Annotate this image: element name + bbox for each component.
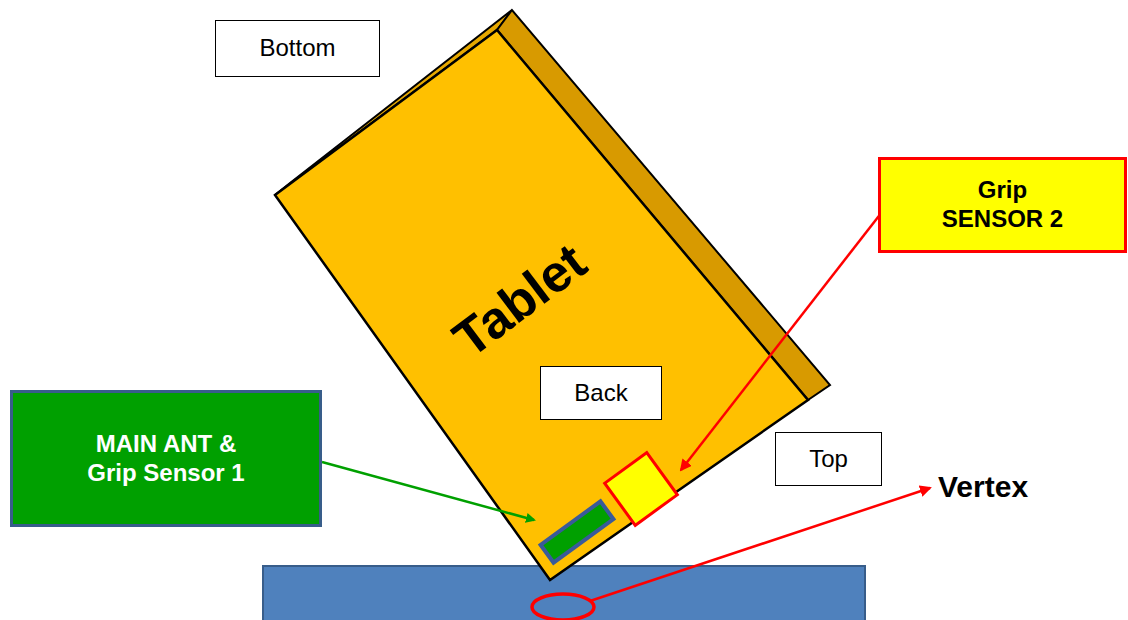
vertex-marker	[532, 594, 594, 620]
node-text: MAIN ANT & Grip Sensor 1	[74, 430, 259, 488]
node-text: Top	[809, 445, 848, 474]
table-surface	[263, 566, 865, 620]
callout-box: Grip SENSOR 2	[878, 157, 1127, 253]
grip-sensor-part	[605, 453, 678, 526]
part-label-box: Back	[540, 366, 662, 420]
node-text: Back	[574, 379, 627, 408]
node-text: Grip SENSOR 2	[935, 176, 1070, 234]
leader-line	[590, 488, 930, 601]
callout-label: Vertex	[938, 472, 1028, 502]
callout-box: MAIN ANT & Grip Sensor 1	[10, 390, 322, 527]
antenna-part	[541, 501, 614, 562]
node-text: Bottom	[259, 34, 335, 63]
tablet-face	[275, 30, 808, 580]
leader-line	[322, 462, 534, 520]
part-label-box: Bottom	[215, 20, 380, 77]
part-label-box: Top	[775, 432, 882, 486]
